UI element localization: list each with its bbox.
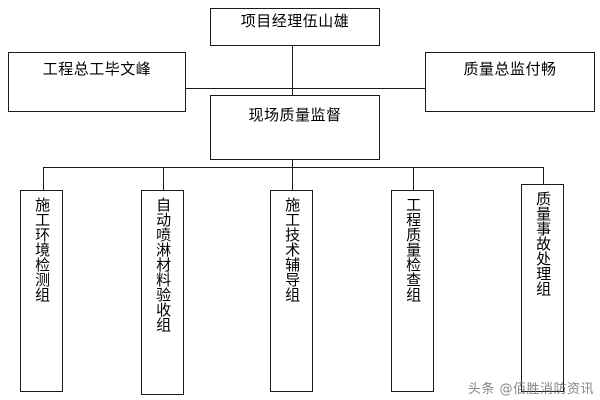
- node-construction-environment-testing-group-label: 施工环境检测组: [33, 197, 52, 302]
- watermark-text: 头条 @佰胜消防资讯: [467, 382, 594, 397]
- connector-drop-1: [43, 167, 44, 190]
- node-quality-director[interactable]: 质量总监付畅: [425, 52, 595, 112]
- node-site-quality-supervision-label: 现场质量监督: [248, 105, 342, 124]
- node-quality-director-label: 质量总监付畅: [463, 60, 557, 79]
- node-quality-accident-handling-group[interactable]: 质量事故处理组: [521, 184, 564, 392]
- node-chief-engineer-label: 工程总工毕文峰: [42, 60, 152, 79]
- node-quality-accident-handling-group-label: 质量事故处理组: [534, 191, 553, 296]
- node-engineering-quality-inspection-group-label: 工程质量检查组: [404, 197, 423, 302]
- node-construction-environment-testing-group[interactable]: 施工环境检测组: [20, 190, 63, 392]
- node-chief-engineer[interactable]: 工程总工毕文峰: [8, 52, 186, 112]
- node-construction-technology-guidance-group[interactable]: 施工技术辅导组: [270, 190, 313, 392]
- node-project-manager-label: 项目经理伍山雄: [240, 12, 350, 31]
- connector-drop-4: [413, 167, 414, 190]
- node-engineering-quality-inspection-group[interactable]: 工程质量检查组: [391, 190, 434, 392]
- node-project-manager[interactable]: 项目经理伍山雄: [210, 8, 380, 46]
- connector-leaf-bus: [43, 167, 543, 168]
- node-site-quality-supervision[interactable]: 现场质量监督: [210, 95, 380, 160]
- connector-drop-3: [292, 167, 293, 190]
- node-sprinkler-material-acceptance-group-label: 自动喷淋材料验收组: [154, 197, 173, 332]
- connector-drop-5: [543, 167, 544, 190]
- node-construction-technology-guidance-group-label: 施工技术辅导组: [283, 197, 302, 302]
- connector-manager-to-supervision: [292, 45, 293, 95]
- connector-drop-2: [163, 167, 164, 190]
- connector-side-officers: [184, 88, 426, 89]
- node-sprinkler-material-acceptance-group[interactable]: 自动喷淋材料验收组: [141, 190, 184, 395]
